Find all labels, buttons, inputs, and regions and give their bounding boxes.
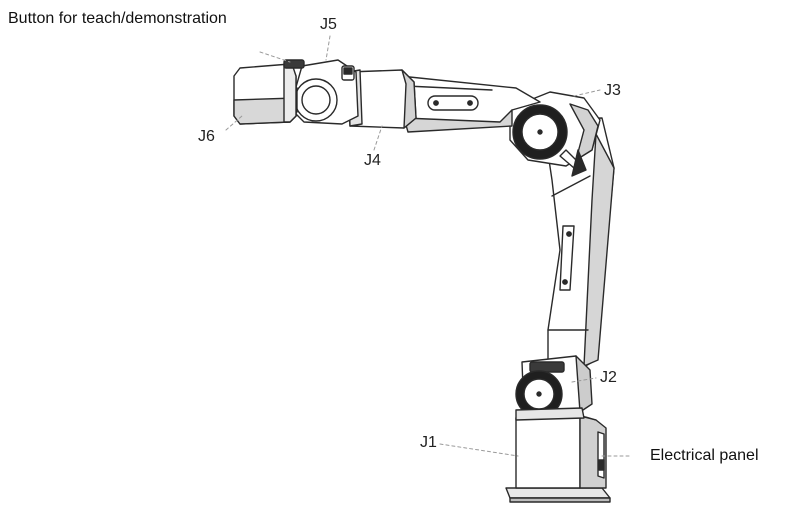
label-j2: J2 (600, 369, 617, 386)
lower-arm-link (542, 117, 615, 369)
joint-j2 (515, 355, 593, 421)
base-housing-j1 (515, 412, 607, 489)
joint-j4 (347, 69, 417, 129)
joint-j5 (287, 59, 359, 125)
label-j4: J4 (364, 152, 381, 169)
label-j3: J3 (604, 82, 621, 99)
leader-j2 (571, 377, 597, 383)
label-j6: J6 (198, 128, 215, 145)
label-j5: J5 (320, 16, 337, 33)
leader-j6 (225, 115, 243, 131)
leader-j1 (439, 443, 519, 457)
electrical-panel-label: Electrical panel (650, 447, 759, 464)
leader-lines (225, 35, 633, 457)
label-j1: J1 (420, 434, 437, 451)
leader-button (259, 51, 291, 63)
leader-j3 (573, 89, 601, 97)
teach-button-label: Button for teach/demonstration (8, 10, 227, 27)
upper-arm-link (399, 75, 541, 133)
base-plate (505, 487, 611, 503)
leader-j4 (373, 125, 383, 151)
joint-j3 (509, 91, 601, 177)
leader-j5 (325, 35, 331, 61)
joint-j6 (233, 59, 305, 125)
